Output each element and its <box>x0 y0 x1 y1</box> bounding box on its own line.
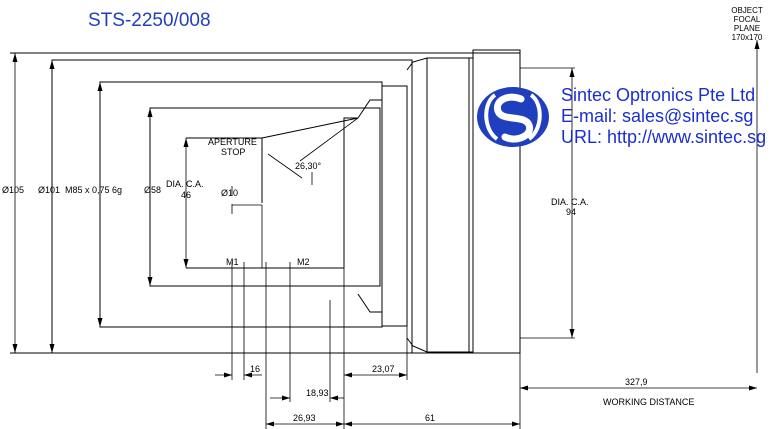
company-url: URL: http://www.sintec.sg <box>561 127 767 147</box>
label-angle: 26,30° <box>295 161 322 171</box>
label-dim1893: 18,93 <box>306 388 329 398</box>
label-d105: Ø105 <box>2 185 24 195</box>
label-m2: M2 <box>297 257 310 267</box>
label-ca46: 46 <box>181 190 191 200</box>
label-dim2693: 26,93 <box>293 413 316 423</box>
company-info: Sintec Optronics Pte Ltd E-mail: sales@s… <box>561 85 766 148</box>
company-name: Sintec Optronics Pte Ltd <box>561 85 756 105</box>
label-ca94: 94 <box>566 207 576 217</box>
label-dim2307: 23,07 <box>372 364 395 374</box>
label-thread: M85 x 0,75 6g <box>65 185 122 195</box>
label-d101: Ø101 <box>38 185 60 195</box>
label-dim3279: 327,9 <box>625 377 648 387</box>
object-plane-line2: FOCAL <box>733 15 761 24</box>
label-stop: STOP <box>221 147 245 157</box>
diameter-dimensions <box>12 40 760 373</box>
label-aperture: APERTURE <box>208 137 257 147</box>
object-plane-line1: OBJECT <box>731 6 763 15</box>
object-plane-label: OBJECT FOCAL PLANE 170x170 <box>723 6 771 42</box>
label-dia-ca: DIA. C.A. <box>166 179 204 189</box>
label-d58: Ø58 <box>144 185 161 195</box>
sintec-logo-icon <box>477 87 549 147</box>
label-d10: Ø10 <box>221 188 238 198</box>
label-m1: M1 <box>226 257 239 267</box>
label-working-distance: WORKING DISTANCE <box>603 397 694 407</box>
label-dim16: 16 <box>250 364 260 374</box>
dimension-labels: Ø105 Ø101 M85 x 0,75 6g Ø58 DIA. C.A. 46… <box>2 137 694 423</box>
company-email: E-mail: sales@sintec.sg <box>561 106 754 126</box>
label-dim61: 61 <box>425 413 435 423</box>
page-title: STS-2250/008 <box>88 10 211 31</box>
lens-body-outline <box>10 49 521 354</box>
label-dia-ca-right: DIA. C.A. <box>551 197 589 207</box>
object-plane-line4: 170x170 <box>731 33 763 42</box>
object-plane-line3: PLANE <box>733 24 761 33</box>
length-dimensions <box>215 262 757 429</box>
